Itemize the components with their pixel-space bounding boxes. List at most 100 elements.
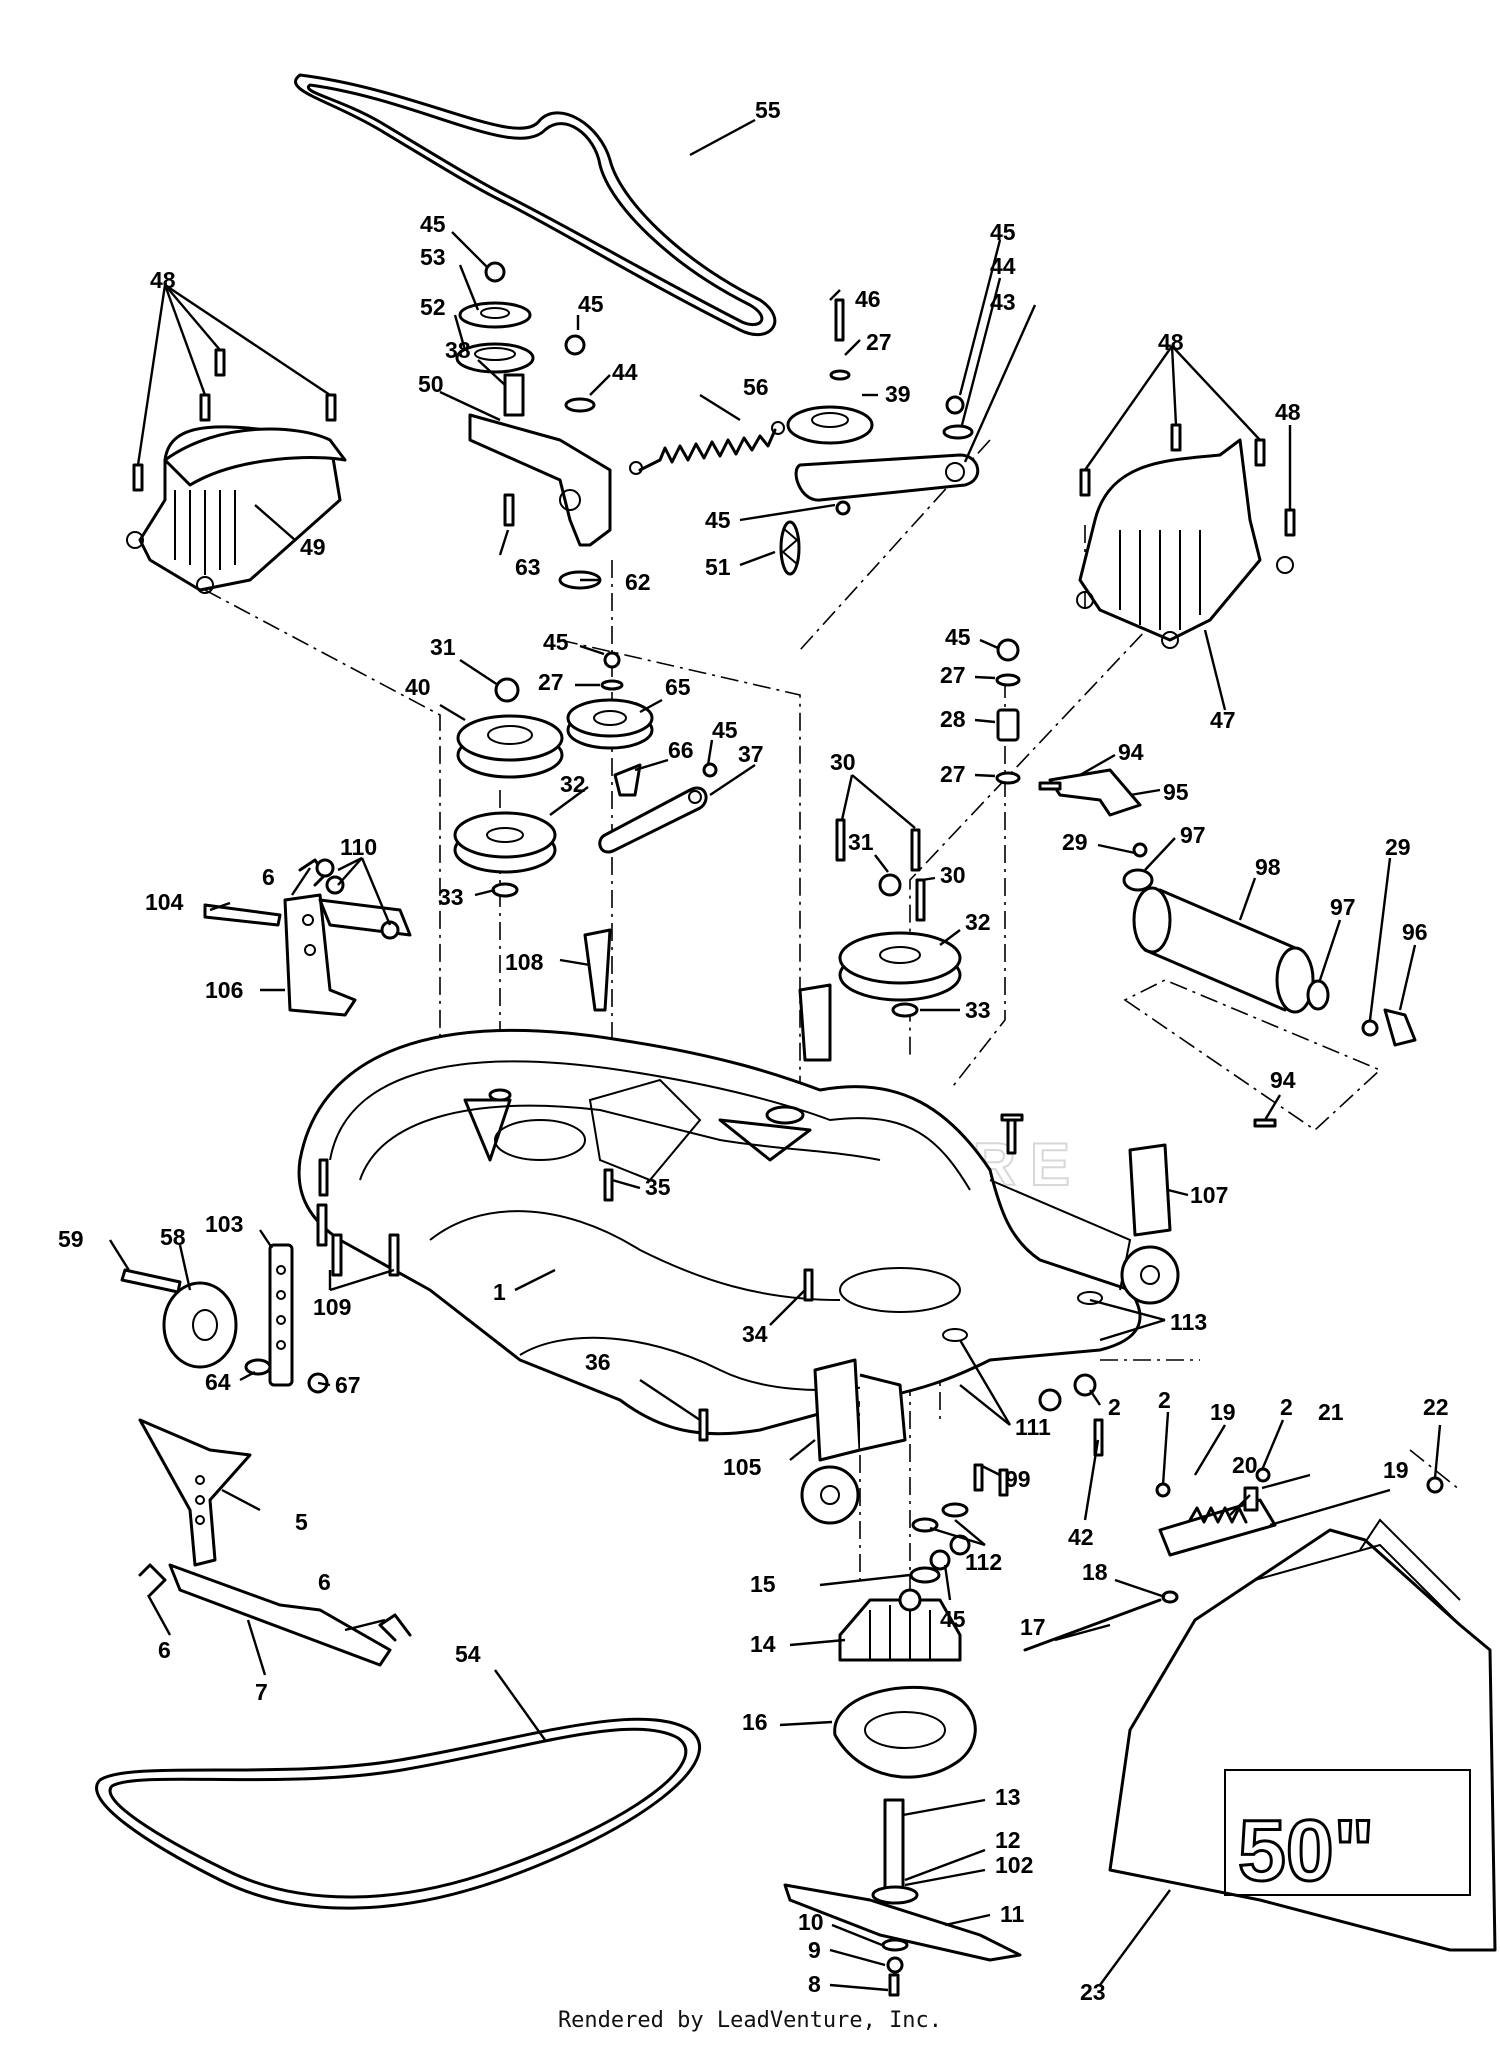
callout-27: 27 <box>538 669 564 695</box>
callout-45: 45 <box>990 219 1016 245</box>
callout-45: 45 <box>578 291 604 317</box>
callout-45: 45 <box>705 507 731 533</box>
bolt-35 <box>603 1168 614 1202</box>
callout-32: 32 <box>560 771 586 797</box>
callout-62: 62 <box>625 569 651 595</box>
callout-59: 59 <box>58 1226 84 1252</box>
arm-37 <box>598 762 718 854</box>
callout-11: 11 <box>1000 1901 1025 1927</box>
belt-55 <box>294 73 777 336</box>
leader-lines <box>108 118 1442 1992</box>
callout-111: 111 <box>1015 1414 1051 1440</box>
callout-7: 7 <box>255 1679 268 1705</box>
callout-20: 20 <box>1232 1452 1258 1478</box>
callout-9: 9 <box>808 1937 821 1963</box>
spindle-shaft-13 <box>871 1798 919 1905</box>
blade-11 <box>783 1883 1022 1962</box>
belt-54 <box>95 1717 702 1910</box>
callout-98: 98 <box>1255 854 1281 880</box>
callout-22: 22 <box>1423 1394 1449 1420</box>
callout-32: 32 <box>965 909 991 935</box>
callout-102: 102 <box>995 1852 1033 1878</box>
callout-18: 18 <box>1082 1559 1108 1585</box>
callout-10: 10 <box>798 1909 824 1935</box>
callout-106: 106 <box>205 977 243 1003</box>
callout-52: 52 <box>420 294 446 320</box>
bolt-34 <box>803 1268 814 1302</box>
callout-37: 37 <box>738 741 764 767</box>
mower-deck-1 <box>297 1028 1142 1436</box>
callout-35: 35 <box>645 1174 671 1200</box>
bolts-109 <box>316 1158 400 1277</box>
callout-44: 44 <box>990 253 1016 279</box>
callout-96: 96 <box>1402 919 1428 945</box>
callout-34: 34 <box>742 1321 768 1347</box>
callout-42: 42 <box>1068 1524 1094 1550</box>
callout-58: 58 <box>160 1224 186 1250</box>
pulley-40 <box>456 677 564 779</box>
callout-45: 45 <box>543 629 569 655</box>
callout-labels: 55 45 53 52 38 50 45 44 63 62 56 46 27 3… <box>58 97 1449 2005</box>
callout-36: 36 <box>585 1349 611 1375</box>
callout-2: 2 <box>1158 1387 1171 1413</box>
belt-shield-47 <box>1076 423 1296 649</box>
callout-67: 67 <box>335 1372 361 1398</box>
callout-1: 1 <box>493 1279 506 1305</box>
callout-17: 17 <box>1020 1614 1046 1640</box>
callout-33: 33 <box>438 884 464 910</box>
callout-29: 29 <box>1062 829 1088 855</box>
callout-21: 21 <box>1318 1399 1344 1425</box>
callout-40: 40 <box>405 674 431 700</box>
callout-33: 33 <box>965 997 991 1023</box>
callout-103: 103 <box>205 1211 243 1237</box>
bolt-36 <box>698 1408 709 1442</box>
washer-10 <box>881 1938 909 1952</box>
roller-98 <box>1122 842 1417 1047</box>
callout-31: 31 <box>848 829 874 855</box>
callout-49: 49 <box>300 534 326 560</box>
callout-6: 6 <box>318 1569 331 1595</box>
bracket-108 <box>583 928 612 1012</box>
belt-shield-49 <box>126 348 347 594</box>
callout-14: 14 <box>750 1631 776 1657</box>
callout-31: 31 <box>430 634 456 660</box>
discharge-chute-23: 50" <box>1108 1518 1497 1952</box>
callout-38: 38 <box>445 337 471 363</box>
pulley-65 <box>566 651 654 750</box>
callout-109: 109 <box>313 1294 351 1320</box>
callout-27: 27 <box>940 761 966 787</box>
callout-44: 44 <box>612 359 638 385</box>
hairpin-6c <box>378 1613 412 1642</box>
bracket-105 <box>800 1358 907 1525</box>
callout-8: 8 <box>808 1971 821 1997</box>
bracket-106 <box>283 893 357 1017</box>
callout-2: 2 <box>1280 1394 1293 1420</box>
callout-50: 50 <box>418 371 444 397</box>
gauge-wheel-58 <box>120 1268 329 1394</box>
callout-94: 94 <box>1270 1067 1296 1093</box>
callout-64: 64 <box>205 1369 231 1395</box>
callout-48: 48 <box>150 267 176 293</box>
callout-97: 97 <box>1180 822 1206 848</box>
callout-13: 13 <box>995 1784 1021 1810</box>
chute-size-label: 50" <box>1238 1803 1374 1899</box>
callout-48: 48 <box>1275 399 1301 425</box>
nuts-2 <box>1038 1373 1097 1412</box>
callout-53: 53 <box>420 244 446 270</box>
idler-arm-43 <box>786 298 980 516</box>
callout-110: 110 <box>340 834 377 860</box>
callout-30: 30 <box>830 749 856 775</box>
callout-27: 27 <box>940 662 966 688</box>
bolt-99 <box>973 1463 984 1492</box>
callout-23: 23 <box>1080 1979 1106 2005</box>
callout-55: 55 <box>755 97 781 123</box>
bracket-5 <box>138 1418 252 1567</box>
bracket-107 <box>1120 1143 1180 1305</box>
spacer-stack <box>995 638 1021 785</box>
chute-hinge <box>1155 1467 1444 1557</box>
callout-108: 108 <box>505 949 544 975</box>
callout-6: 6 <box>158 1637 171 1663</box>
callout-48: 48 <box>1158 329 1184 355</box>
callout-104: 104 <box>145 889 184 915</box>
callout-16: 16 <box>742 1709 768 1735</box>
